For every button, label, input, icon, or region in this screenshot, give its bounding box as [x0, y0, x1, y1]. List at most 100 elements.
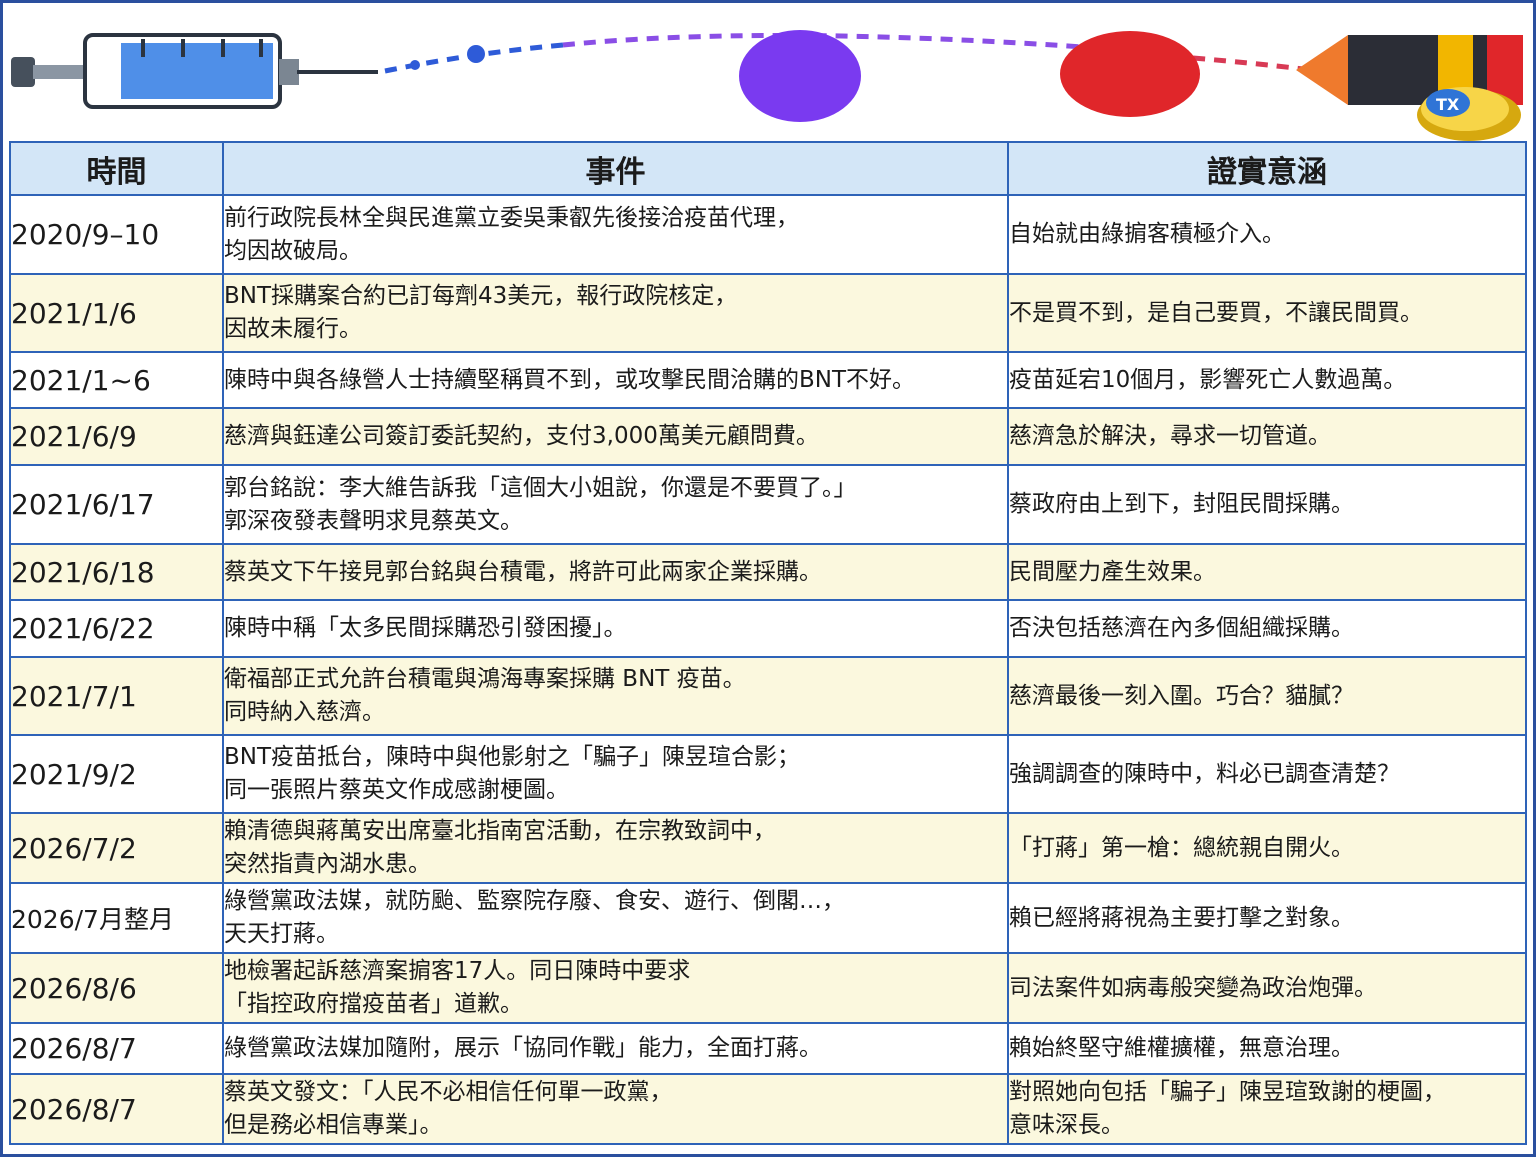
row-event: BNT採購案合約已訂每劑43美元，報行政院核定， 因故未履行。: [222, 273, 1009, 353]
row-date: 2021/7/1: [9, 656, 224, 736]
row-event: 前行政院長林全與民進黨立委吳秉叡先後接洽疫苗代理， 均因故破局。: [222, 194, 1009, 275]
row-meaning: 自始就由綠掮客積極介入。: [1007, 194, 1527, 275]
table-row: 2026/7月整月 綠營黨政法媒，就防颱、監察院存廢、食安、遊行、倒閣…， 天天打…: [9, 882, 1527, 954]
table-row: 2021/9/2 BNT疫苗抵台，陳時中與他影射之「騙子」陳昱瑄合影； 同一張照片…: [9, 734, 1527, 814]
event-line: 陳時中與各綠營人士持續堅稱買不到，或攻擊民間洽購的BNT不好。: [224, 366, 916, 393]
meaning-line: 不是買不到，是自己要買，不讓民間買。: [1009, 299, 1423, 326]
event-line: 綠營黨政法媒，就防颱、監察院存廢、食安、遊行、倒閣…，: [224, 888, 845, 914]
table-header-row: 時間 事件 證實意涵: [9, 141, 1527, 196]
event-line: 但是務必相信專業」。: [224, 1112, 443, 1138]
virus-blob-icon: [739, 30, 861, 122]
row-meaning: 不是買不到，是自己要買，不讓民間買。: [1007, 273, 1527, 353]
table-row: 2020/9–10 前行政院長林全與民進黨立委吳秉叡先後接洽疫苗代理， 均因故破局…: [9, 194, 1527, 275]
coin-icon: TX: [1417, 87, 1521, 141]
row-event: 衛福部正式允許台積電與鴻海專案採購 BNT 疫苗。同時納入慈濟。: [222, 656, 1009, 736]
meaning-line: 「打蔣」第一槍：總統親自開火。: [1009, 834, 1354, 861]
row-event: 陳時中與各綠營人士持續堅稱買不到，或攻擊民間洽購的BNT不好。: [222, 351, 1009, 409]
row-date: 2021/6/9: [9, 407, 224, 466]
table-row: 2026/7/2 賴清德與蔣萬安出席臺北指南宮活動，在宗教致詞中， 突然指責內湖水…: [9, 812, 1527, 884]
row-event: 賴清德與蔣萬安出席臺北指南宮活動，在宗教致詞中， 突然指責內湖水患。: [222, 812, 1009, 884]
table-row: 2021/6/22 陳時中稱「太多民間採購恐引發困擾」。 否決包括慈濟在內多個組…: [9, 599, 1527, 658]
meaning-line: 賴已經將蔣視為主要打擊之對象。: [1009, 904, 1354, 931]
row-date: 2021/9/2: [9, 734, 224, 814]
event-line: 地檢署起訴慈濟案掮客17人。同日陳時中要求: [224, 958, 691, 984]
table-row: 2026/8/7 蔡英文發文：「人民不必相信任何單一政黨，但是務必相信專業」。 …: [9, 1073, 1527, 1145]
table-row: 2021/6/9 慈濟與鈺達公司簽訂委託契約，支付3,000萬美元顧問費。 慈濟…: [9, 407, 1527, 466]
row-date: 2026/8/6: [9, 952, 224, 1024]
row-date: 2026/7月整月: [9, 882, 224, 954]
table-row: 2026/8/7 綠營黨政法媒加隨附，展示「協同作戰」能力，全面打蔣。 賴始終堅…: [9, 1022, 1527, 1075]
event-line: 同一張照片蔡英文作成感謝梗圖。: [224, 777, 569, 803]
row-meaning: 「打蔣」第一槍：總統親自開火。: [1007, 812, 1527, 884]
meaning-line: 對照她向包括「騙子」陳昱瑄致謝的梗圖，: [1009, 1079, 1446, 1105]
row-meaning: 慈濟最後一刻入圍。巧合？貓膩？: [1007, 656, 1527, 736]
meaning-line: 民間壓力產生效果。: [1009, 558, 1216, 585]
meaning-line: 賴始終堅守維權擴權，無意治理。: [1009, 1035, 1354, 1061]
row-meaning: 賴已經將蔣視為主要打擊之對象。: [1007, 882, 1527, 954]
row-meaning: 民間壓力產生效果。: [1007, 543, 1527, 601]
row-event: 蔡英文發文：「人民不必相信任何單一政黨， 但是務必相信專業」。: [222, 1073, 1009, 1145]
meaning-line: 疫苗延宕10個月，影響死亡人數過萬。: [1009, 366, 1407, 393]
row-event: 綠營黨政法媒，就防颱、監察院存廢、食安、遊行、倒閣…， 天天打蔣。: [222, 882, 1009, 954]
row-date: 2026/8/7: [9, 1022, 224, 1075]
table-row: 2026/8/6 地檢署起訴慈濟案掮客17人。同日陳時中要求「指控政府擋疫苗者」…: [9, 952, 1527, 1024]
event-line: 「指控政府擋疫苗者」道歉。: [224, 991, 523, 1017]
event-line: 蔡英文下午接見郭台銘與台積電，將許可此兩家企業採購。: [224, 558, 822, 585]
event-line: 同時納入慈濟。: [224, 699, 385, 725]
event-line: 突然指責內湖水患。: [224, 851, 431, 877]
row-meaning: 賴始終堅守維權擴權，無意治理。: [1007, 1022, 1527, 1075]
event-line: BNT採購案合約已訂每劑43美元，報行政院核定，: [224, 283, 738, 309]
event-line: BNT疫苗抵台，陳時中與他影射之「騙子」陳昱瑄合影；: [224, 744, 801, 770]
row-date: 2026/7/2: [9, 812, 224, 884]
meaning-line: 慈濟急於解決，尋求一切管道。: [1009, 423, 1331, 449]
row-meaning: 慈濟急於解決，尋求一切管道。: [1007, 407, 1527, 466]
header-time: 時間: [9, 141, 224, 196]
row-meaning: 強調調查的陳時中，料必已調查清楚？: [1007, 734, 1527, 814]
row-date: 2021/1~6: [9, 351, 224, 409]
row-meaning: 否決包括慈濟在內多個組織採購。: [1007, 599, 1527, 658]
event-line: 天天打蔣。: [224, 921, 339, 947]
timeline-table: 時間 事件 證實意涵 2020/9–10 前行政院長林全與民進黨立委吳秉叡先後接…: [9, 141, 1527, 1145]
event-line: 郭深夜發表聲明求見蔡英文。: [224, 507, 523, 534]
row-meaning: 司法案件如病毒般突變為政治炮彈。: [1007, 952, 1527, 1024]
table-row: 2021/1/6 BNT採購案合約已訂每劑43美元，報行政院核定，因故未履行。 …: [9, 273, 1527, 353]
event-line: 前行政院長林全與民進黨立委吳秉叡先後接洽疫苗代理，: [224, 204, 799, 231]
meaning-line: 慈濟最後一刻入圍。巧合？貓膩？: [1009, 682, 1354, 709]
row-event: 陳時中稱「太多民間採購恐引發困擾」。: [222, 599, 1009, 658]
meaning-line: 否決包括慈濟在內多個組織採購。: [1009, 615, 1354, 641]
syringe-icon: [11, 33, 378, 109]
row-date: 2020/9–10: [9, 194, 224, 275]
event-line: 賴清德與蔣萬安出席臺北指南宮活動，在宗教致詞中，: [224, 818, 776, 844]
row-date: 2021/6/22: [9, 599, 224, 658]
row-date: 2021/6/18: [9, 543, 224, 601]
row-meaning: 疫苗延宕10個月，影響死亡人數過萬。: [1007, 351, 1527, 409]
event-line: 陳時中稱「太多民間採購恐引發困擾」。: [224, 615, 627, 641]
row-date: 2021/1/6: [9, 273, 224, 353]
event-line: 慈濟與鈺達公司簽訂委託契約，支付3,000萬美元顧問費。: [224, 423, 819, 449]
row-event: 慈濟與鈺達公司簽訂委託契約，支付3,000萬美元顧問費。: [222, 407, 1009, 466]
row-event: 地檢署起訴慈濟案掮客17人。同日陳時中要求「指控政府擋疫苗者」道歉。: [222, 952, 1009, 1024]
event-line: 蔡英文發文：「人民不必相信任何單一政黨，: [224, 1079, 673, 1105]
meaning-line: 司法案件如病毒般突變為政治炮彈。: [1009, 974, 1377, 1001]
meaning-line: 蔡政府由上到下，封阻民間採購。: [1009, 491, 1354, 517]
header-meaning: 證實意涵: [1007, 141, 1527, 196]
meaning-line: 意味深長。: [1009, 1112, 1124, 1138]
banner-illustration: TX: [11, 30, 1523, 141]
event-line: 均因故破局。: [224, 237, 362, 264]
event-line: 衛福部正式允許台積電與鴻海專案採購 BNT 疫苗。: [224, 666, 746, 692]
red-blob-icon: [1060, 31, 1200, 117]
meaning-line: 自始就由綠掮客積極介入。: [1009, 221, 1285, 247]
svg-text:TX: TX: [1436, 95, 1460, 114]
event-line: 因故未履行。: [224, 316, 362, 342]
table-row: 2021/6/18 蔡英文下午接見郭台銘與台積電，將許可此兩家企業採購。 民間壓…: [9, 543, 1527, 601]
row-date: 2026/8/7: [9, 1073, 224, 1145]
row-event: 綠營黨政法媒加隨附，展示「協同作戰」能力，全面打蔣。: [222, 1022, 1009, 1075]
event-line: 郭台銘說：李大維告訴我「這個大小姐說，你還是不要買了。」: [224, 474, 857, 501]
table-row: 2021/6/17 郭台銘說：李大維告訴我「這個大小姐說，你還是不要買了。」郭深…: [9, 464, 1527, 545]
table-row: 2021/7/1 衛福部正式允許台積電與鴻海專案採購 BNT 疫苗。同時納入慈濟…: [9, 656, 1527, 736]
row-meaning: 蔡政府由上到下，封阻民間採購。: [1007, 464, 1527, 545]
row-event: 蔡英文下午接見郭台銘與台積電，將許可此兩家企業採購。: [222, 543, 1009, 601]
table-row: 2021/1~6 陳時中與各綠營人士持續堅稱買不到，或攻擊民間洽購的BNT不好。…: [9, 351, 1527, 409]
meaning-line: 強調調查的陳時中，料必已調查清楚？: [1009, 760, 1400, 787]
event-line: 綠營黨政法媒加隨附，展示「協同作戰」能力，全面打蔣。: [224, 1035, 822, 1061]
